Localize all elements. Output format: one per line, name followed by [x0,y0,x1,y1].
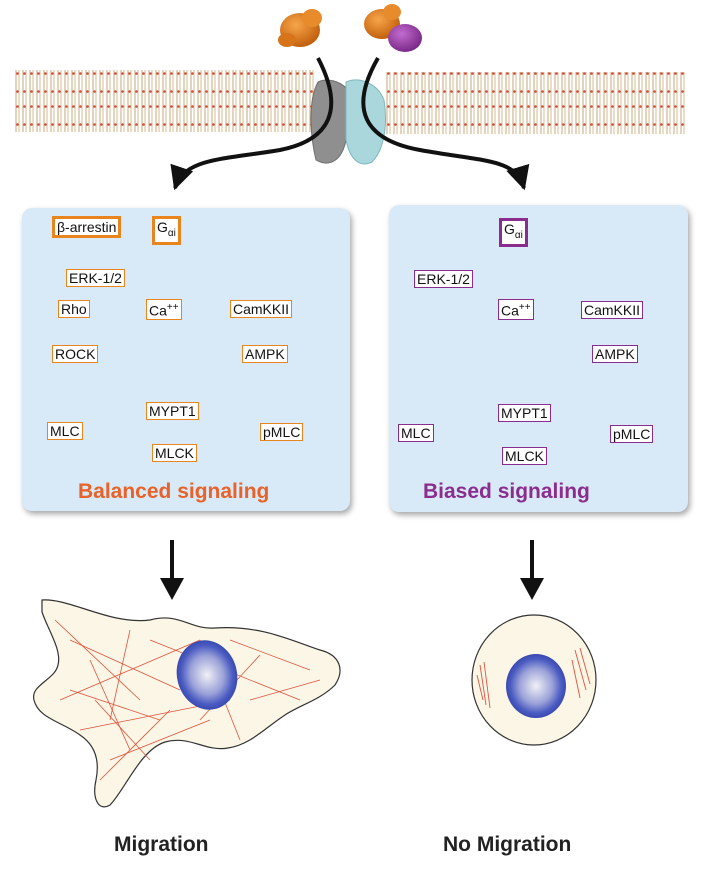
node-rock: ROCK [52,345,99,363]
node-g-alpha-i: Gαi [152,216,181,245]
down-arrow-left [160,540,184,600]
migration-caption: Migration [114,833,209,856]
node-pmlc: pMLC [260,423,304,441]
node-erk-1-2: ERK-1/2 [414,270,473,288]
node-camkkii: CamKKII [581,301,644,319]
g-alpha-i-label: G [504,221,515,237]
node-mlc: MLC [47,422,83,440]
node-mlck: MLCK [152,444,197,462]
receptor-dimer [310,79,386,165]
cell-membrane [15,70,685,134]
node-mypt1: MYPT1 [498,404,551,422]
node-erk-1-2: ERK-1/2 [66,269,125,287]
ligand-left [278,9,322,47]
node-camkkii: CamKKII [230,300,293,318]
ligand-right [364,4,422,52]
node-mlc: MLC [398,424,434,442]
calcium-superscript: ++ [166,302,179,313]
node-calcium: Ca++ [498,299,534,320]
node-mypt1: MYPT1 [146,402,199,420]
migrating-cell [33,599,341,808]
calcium-label: Ca [501,302,519,319]
node-ampk: AMPK [592,345,638,363]
round-cell [471,614,597,746]
calcium-label: Ca [149,302,167,319]
down-arrow-right [520,540,544,600]
biased-signaling-panel [389,205,688,512]
node-ampk: AMPK [242,345,288,363]
node-calcium: Ca++ [146,299,182,320]
node-mlck: MLCK [502,447,547,465]
node-beta-arrestin: β-arrestin [52,216,122,238]
g-alpha-i-subscript: αi [514,229,523,241]
biased-signaling-title: Biased signaling [423,480,590,503]
node-rho: Rho [58,300,90,318]
arrow-to-balanced [170,57,334,191]
g-alpha-i-subscript: αi [167,227,176,239]
node-g-alpha-i: Gαi [499,218,528,247]
balanced-signaling-title: Balanced signaling [78,480,270,503]
calcium-superscript: ++ [518,302,531,313]
g-alpha-i-label: G [157,219,168,235]
arrow-to-biased [361,57,530,191]
node-pmlc: pMLC [610,425,654,443]
no-migration-caption: No Migration [443,833,572,856]
